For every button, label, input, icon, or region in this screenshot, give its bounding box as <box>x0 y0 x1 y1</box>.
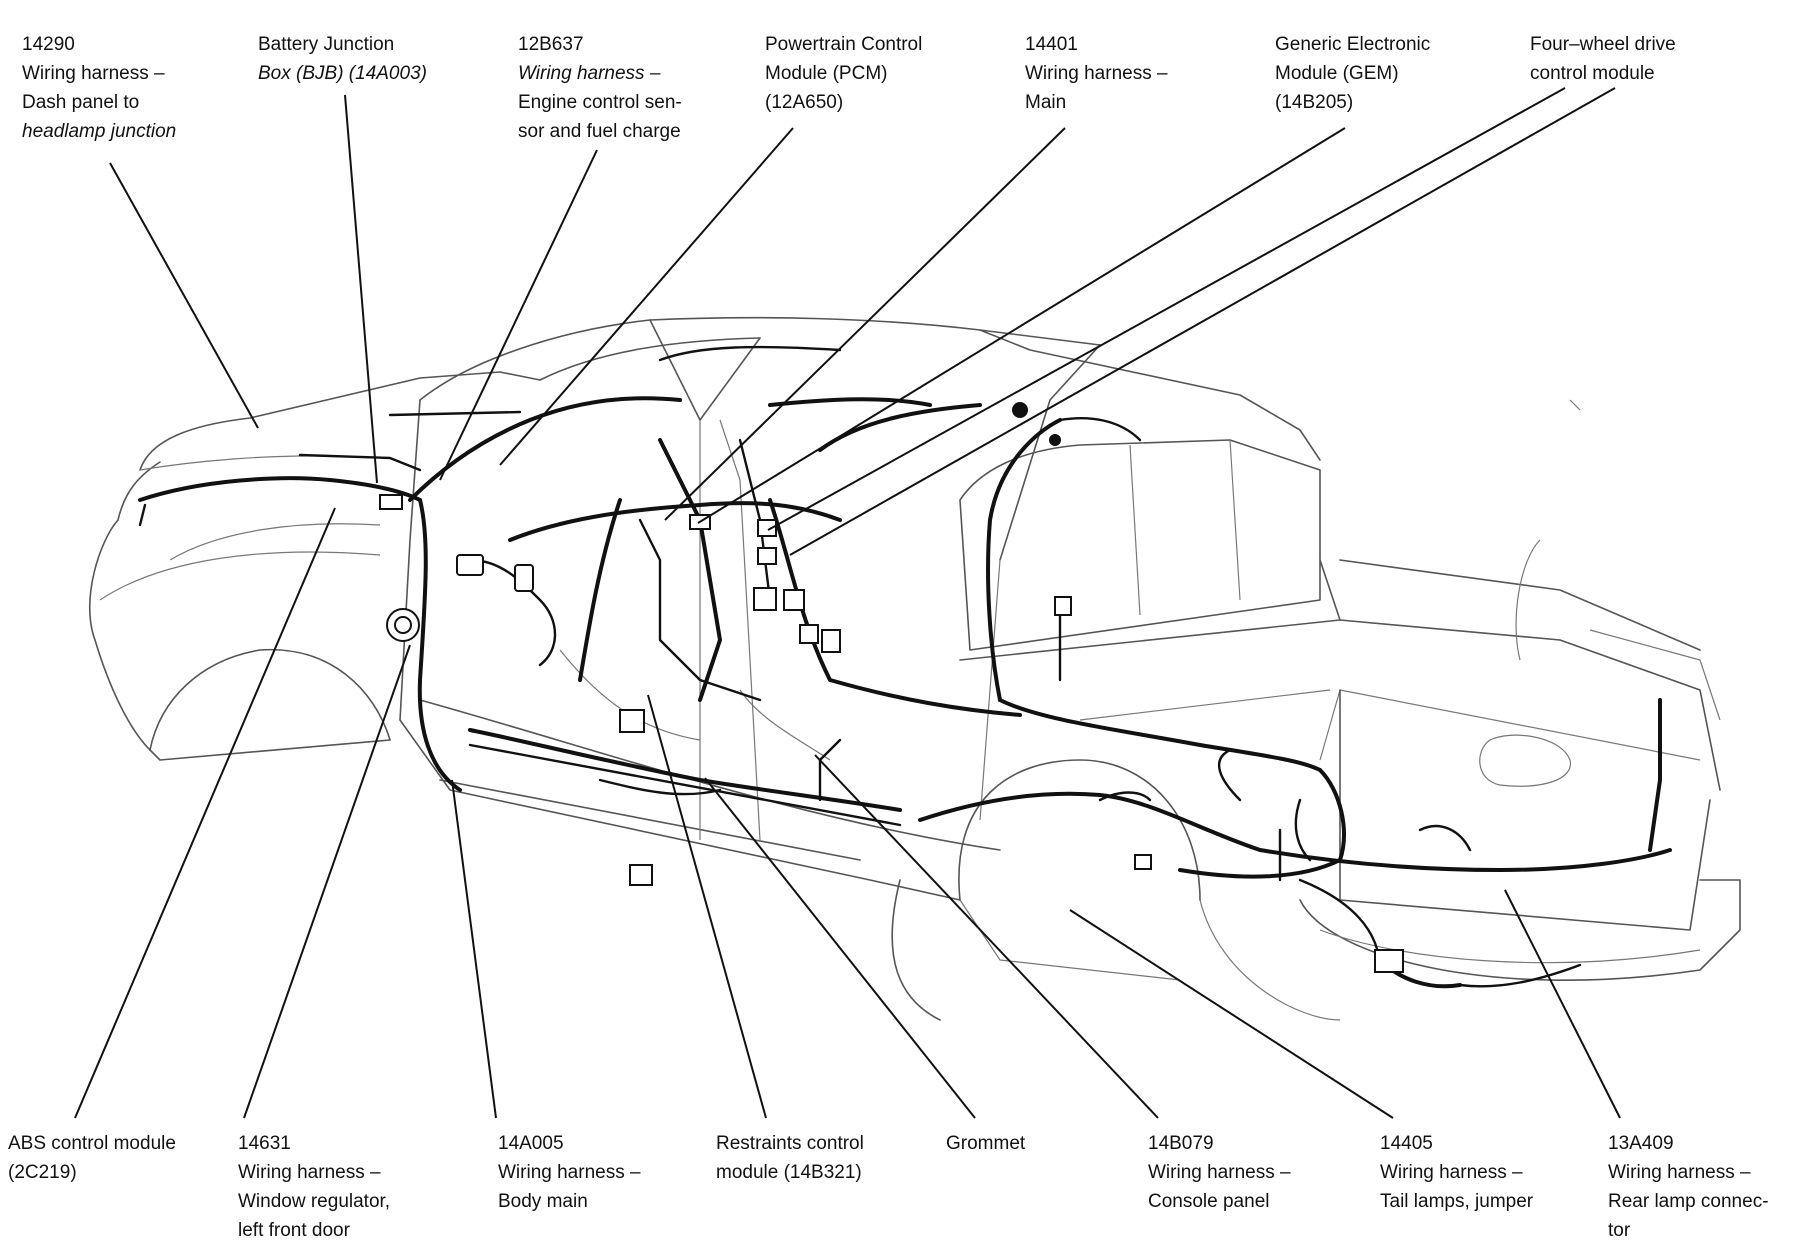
callout-line: Wiring harness – <box>238 1162 381 1183</box>
callout-line: Four–wheel drive <box>1530 34 1676 55</box>
callout-line: left front door <box>238 1220 350 1241</box>
callout-line: tor <box>1608 1220 1631 1241</box>
callout-line: Engine control sen- <box>518 92 682 113</box>
callout-line: 12B637 <box>518 34 584 55</box>
callout-line: 14401 <box>1025 34 1078 55</box>
callout-line: ABS control module <box>8 1133 176 1154</box>
callout-line: Module (GEM) <box>1275 63 1399 84</box>
callout-line: Powertrain Control <box>765 34 923 55</box>
callout-battery-junction-box: Battery Junction Box (BJB) (14A003) <box>258 30 427 88</box>
callout-line: Battery Junction <box>258 34 395 55</box>
callout-grommet: Grommet <box>946 1129 1025 1158</box>
callout-gem: Generic Electronic Module (GEM) (14B205) <box>1275 30 1430 117</box>
callout-line: Generic Electronic <box>1275 34 1431 55</box>
callout-line: Body main <box>498 1191 588 1212</box>
callout-line: control module <box>1530 63 1655 84</box>
callout-14a005: 14A005 Wiring harness – Body main <box>498 1129 641 1216</box>
callout-line: Module (PCM) <box>765 63 888 84</box>
callout-line: Restraints control <box>716 1133 864 1154</box>
callout-line: Console panel <box>1148 1191 1270 1212</box>
callout-line: (2C219) <box>8 1162 77 1183</box>
callout-line: Wiring harness – <box>1380 1162 1523 1183</box>
callout-line: 14405 <box>1380 1133 1433 1154</box>
callout-line: Window regulator, <box>238 1191 391 1212</box>
callout-line: Wiring harness – <box>1148 1162 1291 1183</box>
callout-14290: 14290 Wiring harness – Dash panel to hea… <box>22 30 176 146</box>
callout-line: 14290 <box>22 34 75 55</box>
callout-restraints-control-module: Restraints control module (14B321) <box>716 1129 864 1187</box>
callout-14631: 14631 Wiring harness – Window regulator,… <box>238 1129 390 1245</box>
callout-line: Wiring harness – <box>22 63 165 84</box>
callout-line: 13A409 <box>1608 1133 1674 1154</box>
callout-line: module (14B321) <box>716 1162 862 1183</box>
callout-line: 14631 <box>238 1133 291 1154</box>
callout-line: headlamp junction <box>22 121 177 142</box>
callout-14405: 14405 Wiring harness – Tail lamps, jumpe… <box>1380 1129 1533 1216</box>
callout-line: 14B079 <box>1148 1133 1214 1154</box>
callout-line: Wiring harness – <box>498 1162 641 1183</box>
callout-line: 14A005 <box>498 1133 564 1154</box>
callout-line: Wiring harness – <box>518 63 661 84</box>
callout-line: Wiring harness – <box>1608 1162 1751 1183</box>
callout-14401: 14401 Wiring harness – Main <box>1025 30 1168 117</box>
callout-line: sor and fuel charge <box>518 121 681 142</box>
callout-13a409: 13A409 Wiring harness – Rear lamp connec… <box>1608 1129 1769 1245</box>
callout-line: Grommet <box>946 1133 1026 1154</box>
callout-line: Dash panel to <box>22 92 140 113</box>
callout-pcm: Powertrain Control Module (PCM) (12A650) <box>765 30 922 117</box>
callout-line: Main <box>1025 92 1067 113</box>
callout-line: Wiring harness – <box>1025 63 1168 84</box>
callout-14b079: 14B079 Wiring harness – Console panel <box>1148 1129 1291 1216</box>
callout-12b637: 12B637 Wiring harness – Engine control s… <box>518 30 682 146</box>
callout-line: Box (BJB) (14A003) <box>258 63 427 84</box>
callout-line: (12A650) <box>765 92 844 113</box>
callout-four-wheel-drive-module: Four–wheel drive control module <box>1530 30 1676 88</box>
callout-line: Rear lamp connec- <box>1608 1191 1769 1212</box>
callout-line: Tail lamps, jumper <box>1380 1191 1534 1212</box>
callout-line: (14B205) <box>1275 92 1354 113</box>
callout-abs-module: ABS control module (2C219) <box>8 1129 176 1187</box>
